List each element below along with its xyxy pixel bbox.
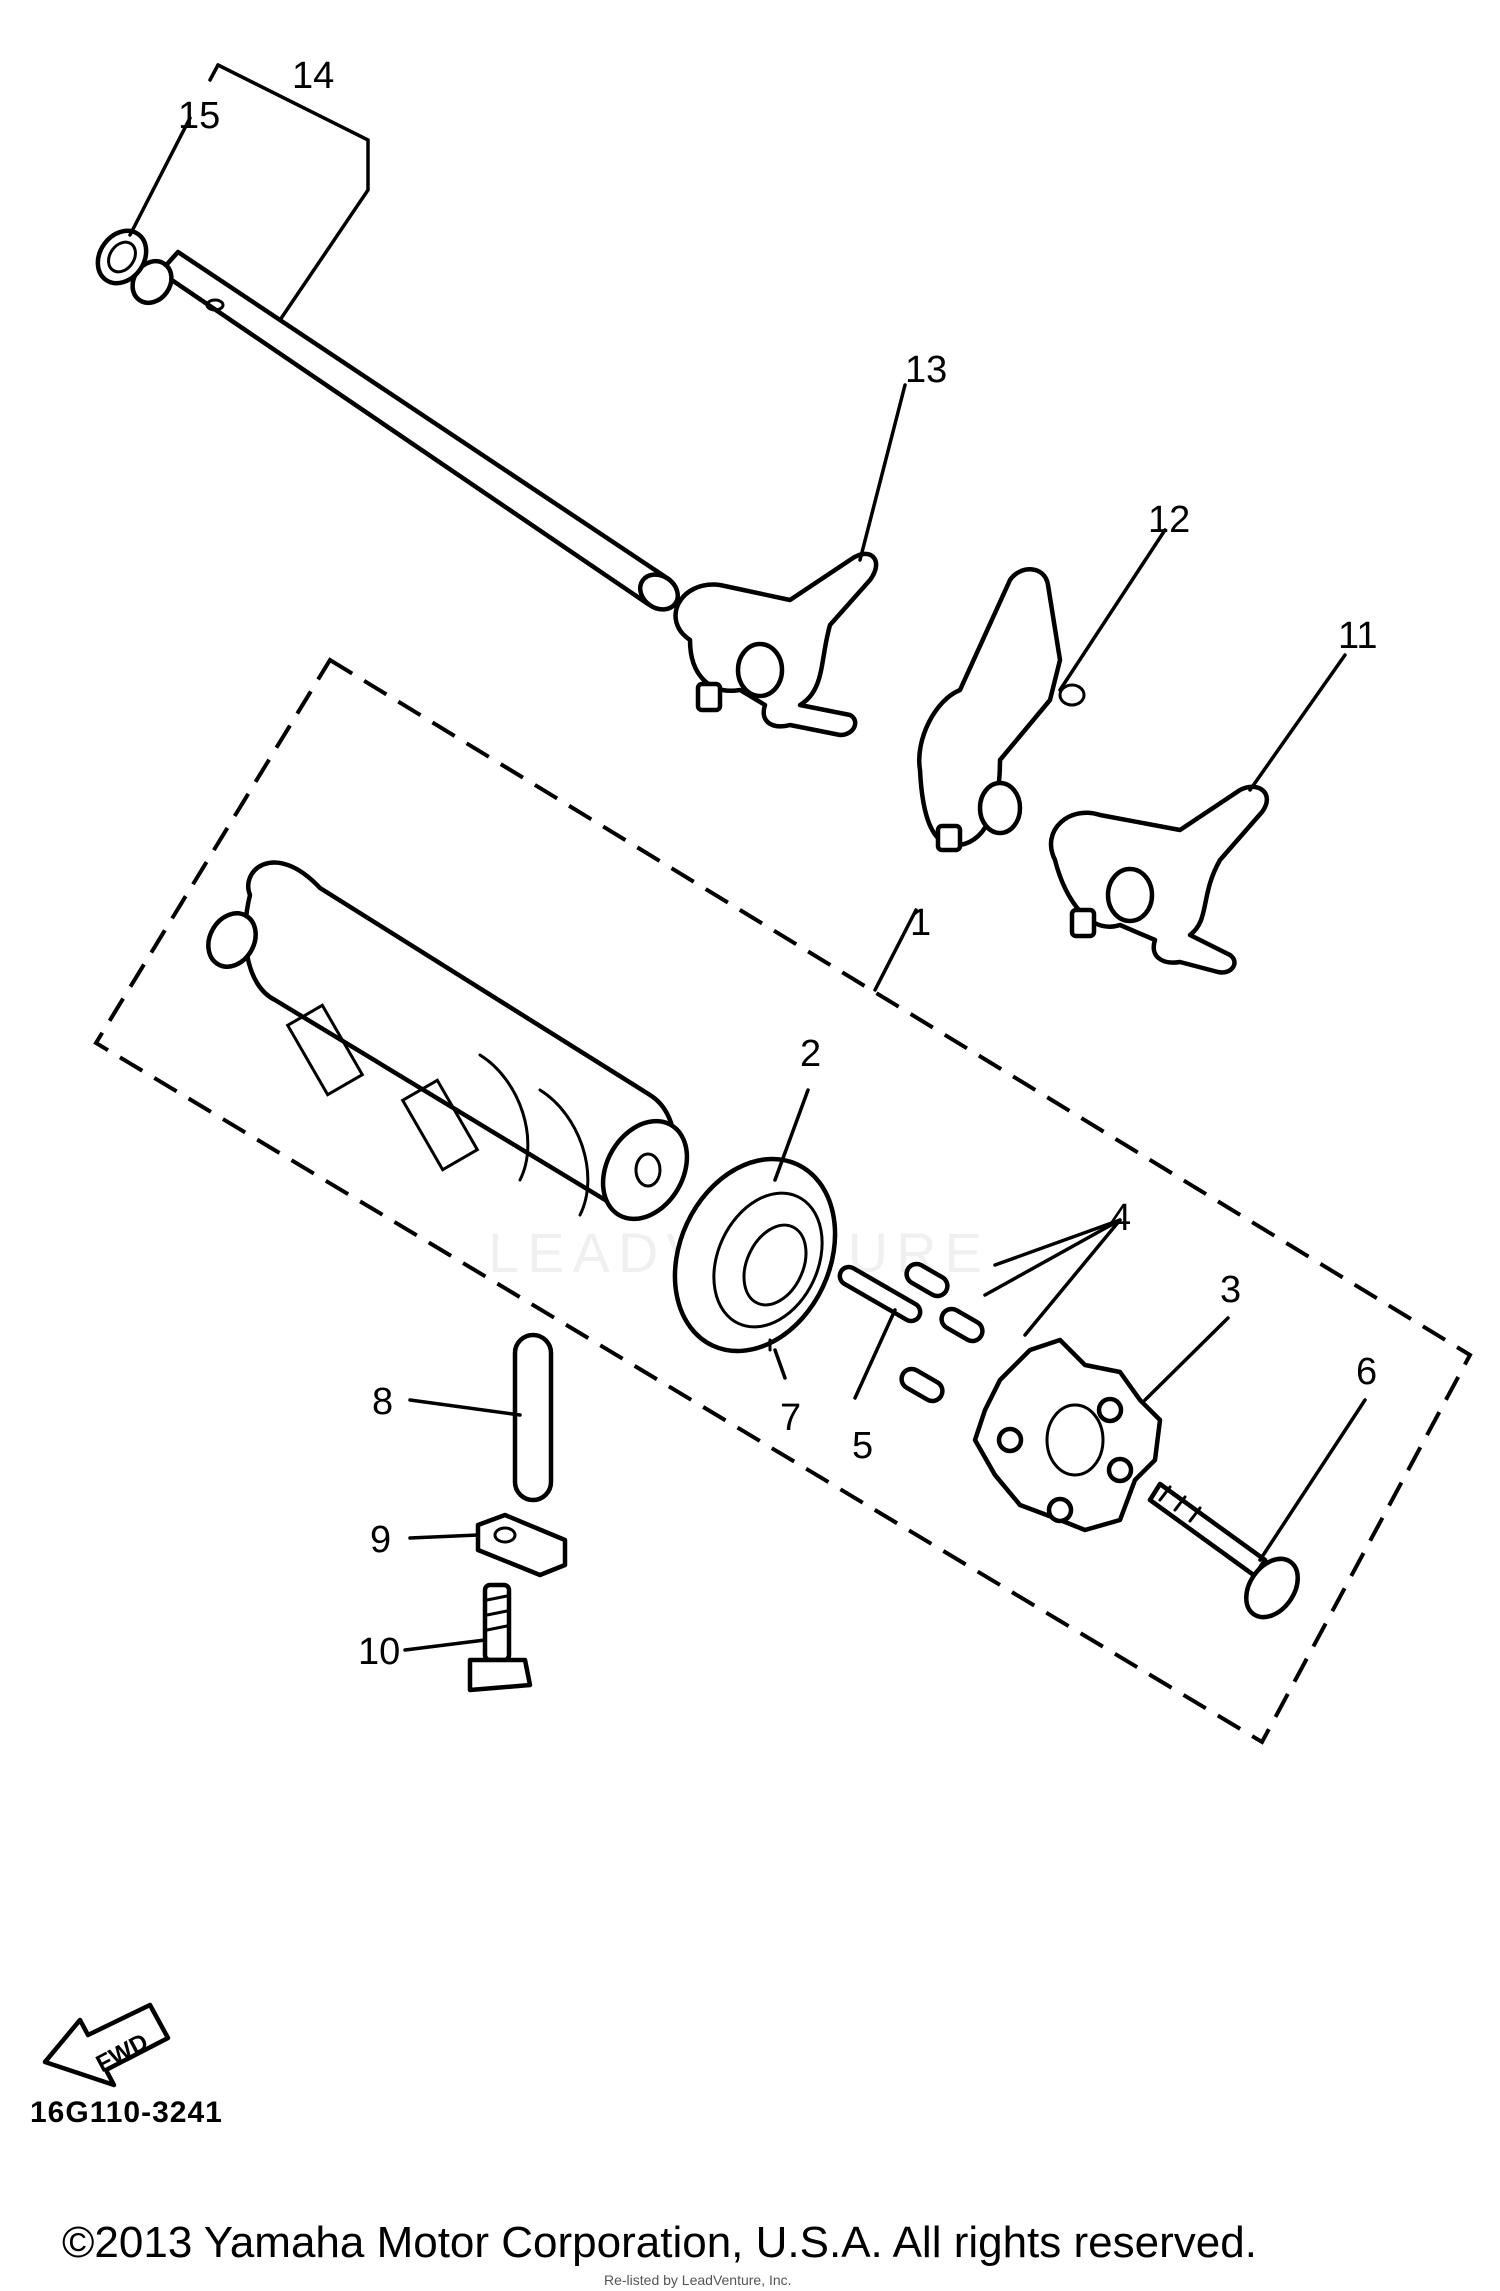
diagram-reference-code: 16G110-3241 — [30, 2096, 223, 2129]
forward-arrow-icon: FWD — [42, 2002, 171, 2088]
callout-15: 15 — [178, 95, 220, 137]
part-10-bolt[interactable] — [467, 1582, 533, 1693]
callout-11: 11 — [1338, 615, 1377, 657]
callout-1: 1 — [910, 902, 931, 944]
part-9-stopper[interactable] — [475, 1512, 568, 1578]
callout-2: 2 — [800, 1033, 821, 1075]
part-8-dowel-pin[interactable] — [512, 1332, 554, 1503]
attribution-text: Re-listed by LeadVenture, Inc. — [604, 2272, 792, 2288]
callout-8: 8 — [372, 1381, 393, 1423]
part-11-shift-fork[interactable] — [1048, 784, 1270, 975]
callout-9: 9 — [370, 1519, 391, 1561]
callout-5: 5 — [852, 1425, 873, 1467]
callout-14: 14 — [292, 55, 334, 97]
callout-12: 12 — [1148, 499, 1190, 541]
part-4-pins[interactable] — [898, 1260, 986, 1404]
callout-7: 7 — [780, 1397, 801, 1439]
part-14-guide-bar[interactable] — [125, 249, 685, 617]
part-13-shift-fork[interactable] — [673, 551, 879, 738]
part-2-bearing[interactable] — [645, 1133, 865, 1378]
part-5-pin[interactable] — [837, 1264, 924, 1325]
callout-4: 4 — [1110, 1197, 1131, 1239]
part-6-screw[interactable] — [1147, 1481, 1308, 1627]
callout-3: 3 — [1220, 1269, 1241, 1311]
shift-drum[interactable] — [199, 860, 704, 1235]
part-15-circlip[interactable] — [88, 221, 156, 292]
callout-10: 10 — [358, 1631, 400, 1673]
callout-13: 13 — [905, 349, 947, 391]
callout-labels: 14 15 13 12 11 1 2 4 3 6 7 5 8 9 10 — [178, 55, 1377, 1673]
part-3-segment[interactable] — [972, 1337, 1163, 1533]
leader-lines — [128, 63, 1367, 1652]
copyright-notice: ©2013 Yamaha Motor Corporation, U.S.A. A… — [62, 2218, 1257, 2267]
assembly-boundary — [93, 657, 1473, 1745]
part-12-shift-fork[interactable] — [916, 567, 1086, 853]
callout-6: 6 — [1356, 1351, 1377, 1393]
